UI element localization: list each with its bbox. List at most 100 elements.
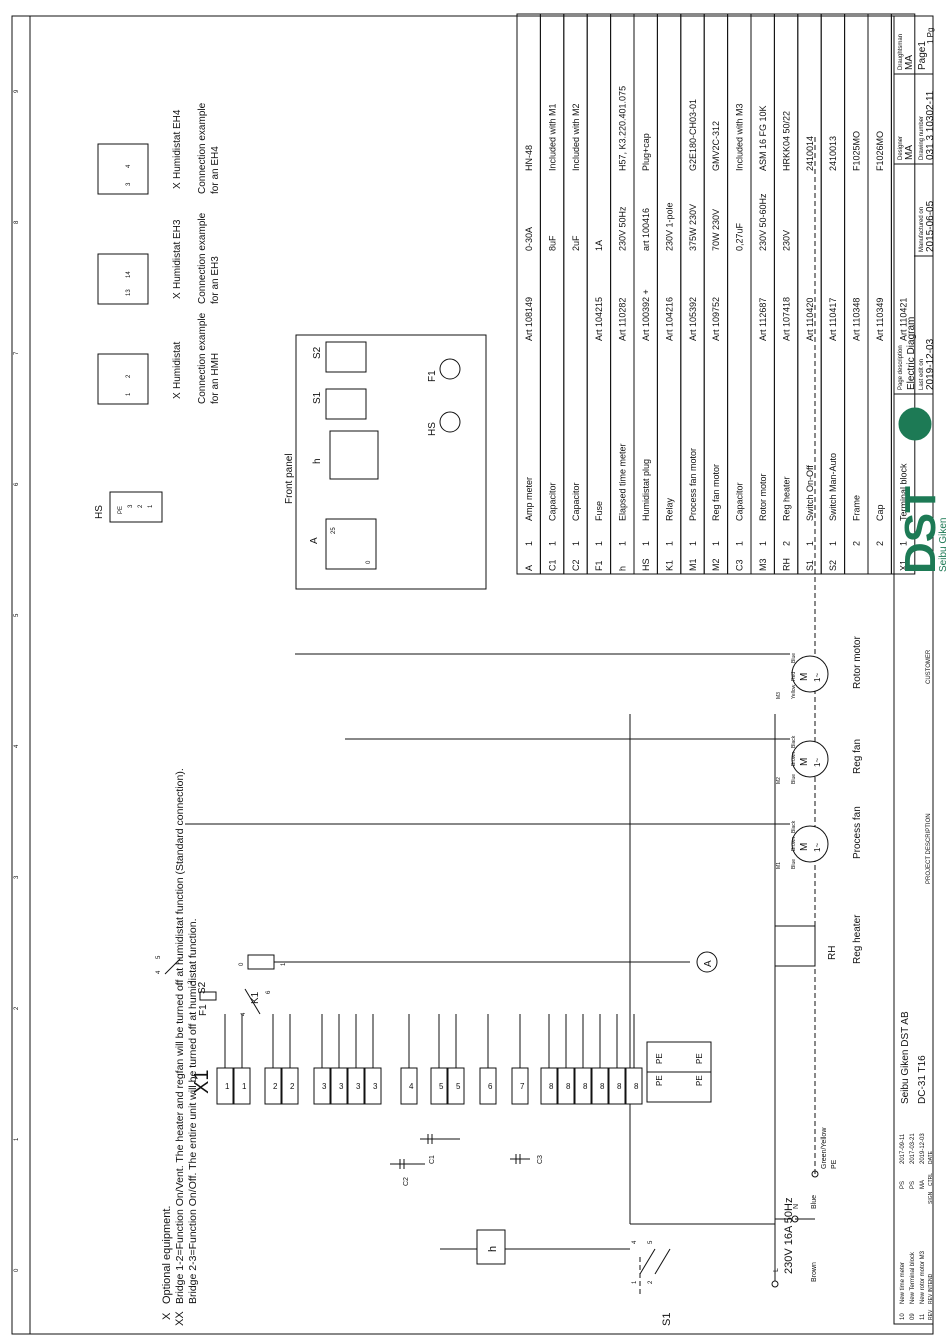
motor-symbol: M <box>799 843 810 851</box>
front-panel-f1: F1 <box>427 370 438 382</box>
bridge-mark: XX <box>174 1311 186 1326</box>
parts-cell: 0-30A <box>524 227 534 251</box>
s2-contact-4: 4 <box>156 970 162 974</box>
humidistat-example-2: for an EH4 <box>210 146 221 194</box>
motor-wire-color: Black <box>791 735 797 748</box>
parts-cell: Art 110282 <box>618 298 628 341</box>
parts-cell: h <box>618 566 628 571</box>
s2-label: S2 <box>197 981 208 994</box>
motor-wire-color: Brown <box>791 752 797 766</box>
parts-cell: C3 <box>735 559 745 571</box>
parts-cell: A <box>524 565 534 571</box>
parts-cell: GMV2C-312 <box>711 121 721 171</box>
grid-number: 1 <box>14 1137 20 1141</box>
project-description-label: PROJECT DESCRIPTION <box>926 813 932 884</box>
parts-cell: Included with M2 <box>571 103 581 171</box>
parts-cell: Included with M3 <box>735 103 745 171</box>
parts-cell: Art 104215 <box>594 297 604 341</box>
humidistat-example-1: Connection example <box>197 102 208 194</box>
grid-number: 2 <box>14 1006 20 1010</box>
parts-cell: 230V 1-pole <box>664 202 674 251</box>
motor-wire-color: Red <box>791 672 797 681</box>
parts-cell: C2 <box>571 559 581 571</box>
terminal-label: 3 <box>339 1082 344 1091</box>
terminal-label: 3 <box>356 1082 361 1091</box>
power-supply: 230V 16A 50Hz Brown L Blue N Green/Yello… <box>629 134 838 1288</box>
grid-number: 7 <box>14 351 20 355</box>
optional-text: Optional equipment. <box>161 1206 173 1304</box>
revision-intend: New rotor motor M3 <box>920 1250 926 1304</box>
parts-cell: Art 110417 <box>828 298 838 341</box>
terminal-label: 8 <box>583 1082 588 1091</box>
c2-label: C2 <box>403 1177 410 1186</box>
capacitors: C2 C1 C3 <box>390 1134 544 1186</box>
bridge-note-2: Bridge 2-3=Function On/Off. The entire u… <box>187 918 199 1304</box>
parts-cell: Art 110421 <box>898 298 908 341</box>
front-panel: Front panel A 0 25 h S1 S2 HS F1 <box>284 334 487 590</box>
humidistat-contact: 14 <box>126 271 132 278</box>
motor-code: M1 <box>776 862 782 869</box>
humidistat-mark: X <box>172 392 183 399</box>
parts-cell: 230V 50-60Hz <box>758 193 768 251</box>
meter-scale-25: 25 <box>331 527 337 534</box>
parts-cell: Plug+cap <box>641 133 651 171</box>
humidistat-contact: 1 <box>126 392 132 396</box>
company-name: Seibu Giken DST AB <box>900 1011 911 1104</box>
revision-header-rev: REV <box>928 1309 934 1320</box>
terminal-label: 8 <box>634 1082 639 1091</box>
parts-cell: 2uF <box>571 235 581 251</box>
parts-cell: Art 100392 + <box>641 289 651 341</box>
humidistat-name: Humidistat EH3 <box>172 219 183 289</box>
parts-cell: Art 104216 <box>664 297 674 341</box>
parts-cell: Cap <box>875 504 885 521</box>
humidistat-example-2: for an HMH <box>210 353 221 404</box>
parts-cell: 1 <box>711 541 721 546</box>
hs-connector: HS PE 3 2 1 <box>94 491 163 523</box>
parts-cell: Included with M1 <box>547 103 557 171</box>
parts-cell: RH <box>781 558 791 571</box>
parts-cell: Art 110420 <box>805 298 815 341</box>
page-count: 1 Pg <box>926 28 935 44</box>
parts-cell: 70W 230V <box>711 209 721 251</box>
revision-header-sign: SIGN <box>928 1191 934 1204</box>
parts-cell: Switch Man-Auto <box>828 453 838 521</box>
motor-name: Reg fan <box>852 739 863 774</box>
parts-cell: 2 <box>852 541 862 546</box>
parts-row <box>890 13 916 575</box>
humidistat-example-2: for an EH3 <box>210 256 221 304</box>
parts-cell: 1 <box>547 541 557 546</box>
parts-cell: X1 <box>898 560 908 571</box>
parts-cell: Capacitor <box>547 482 557 521</box>
parts-cell: 1A <box>594 240 604 251</box>
parts-cell: 230V 50Hz <box>618 206 628 251</box>
s1-switch: S1 1 2 4 5 <box>632 1240 673 1326</box>
parts-cell: M2 <box>711 558 721 571</box>
f1-label: F1 <box>198 1004 209 1016</box>
parts-cell: 2410014 <box>805 136 815 171</box>
revision-date: 2017-03-21 <box>910 1133 916 1164</box>
parts-cell: 1 <box>594 541 604 546</box>
parts-cell: HRKK04 50/22 <box>781 111 791 171</box>
revision-intend: New Terminal block <box>910 1251 916 1304</box>
front-panel-h: h <box>312 458 323 464</box>
humidistat-mark: X <box>172 182 183 189</box>
parts-cell: Humidistat plug <box>641 459 651 521</box>
hs-terminal-1: 1 <box>148 504 154 508</box>
parts-cell: Art 109752 <box>711 297 721 341</box>
parts-cell: F1 <box>594 560 604 571</box>
humidistat-name: Humidistat EH4 <box>172 109 183 179</box>
humidistat-contact: 3 <box>126 182 132 186</box>
parts-cell: ASM 16 FG 10K <box>758 105 768 171</box>
draughtsman-label: Draughtsman <box>898 34 904 70</box>
revision-number: 09 <box>910 1313 916 1320</box>
humidistat-contact: 13 <box>126 289 132 296</box>
logo-sub: Seibu Giken <box>938 518 949 572</box>
terminal-label: 7 <box>520 1082 525 1091</box>
parts-cell: HS <box>641 558 651 571</box>
parts-cell: Art 107418 <box>781 297 791 341</box>
motor-wire-color: Blue <box>791 774 797 784</box>
motor-phase: 1~ <box>813 673 822 682</box>
front-panel-a: A <box>309 537 320 544</box>
